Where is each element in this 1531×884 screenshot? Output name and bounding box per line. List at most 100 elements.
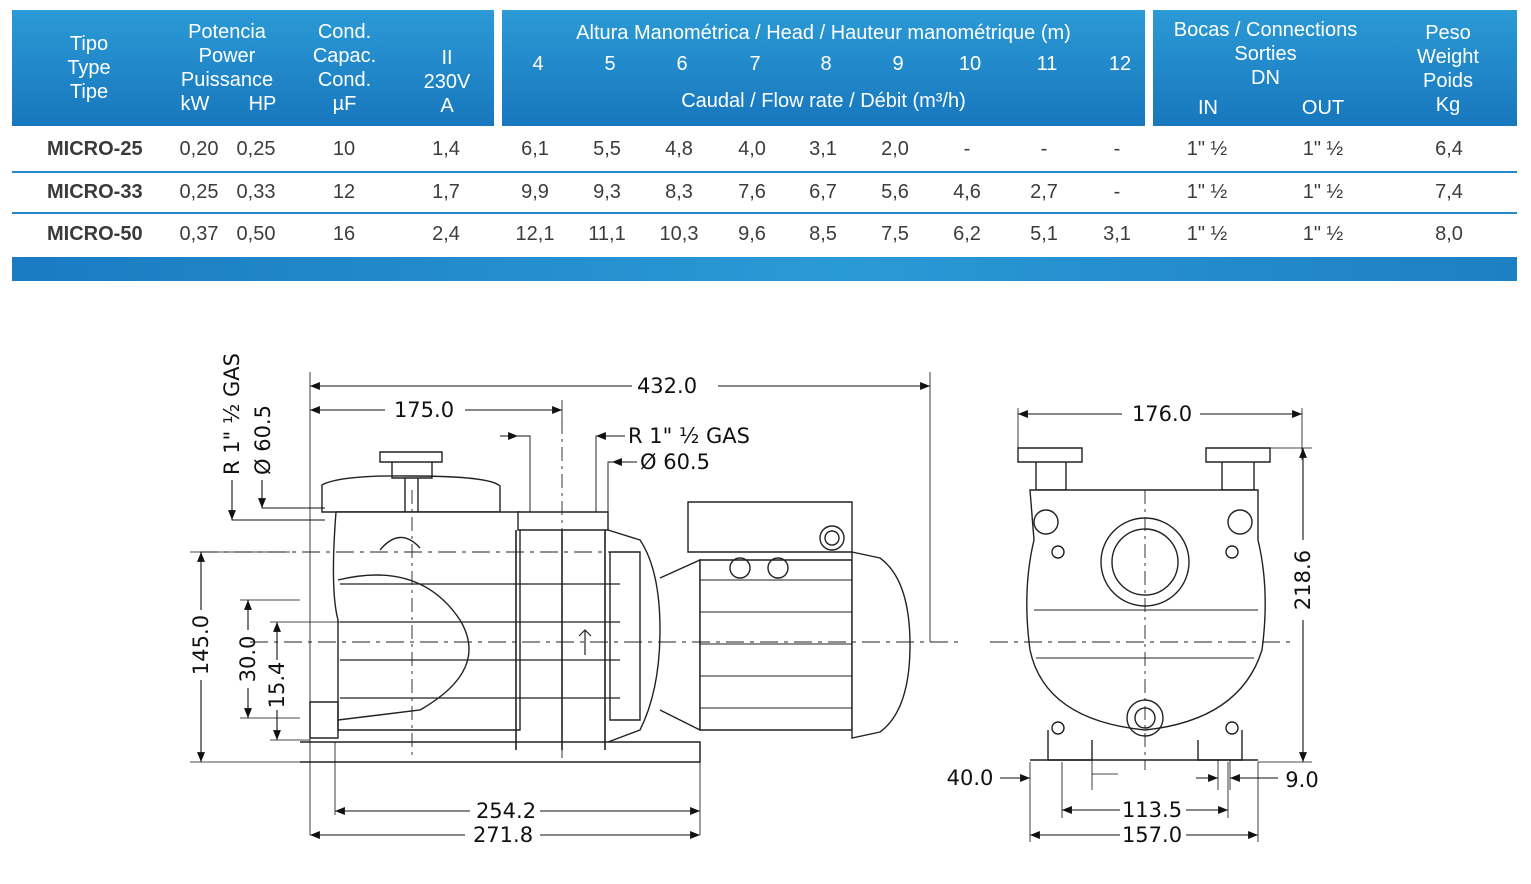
pump-side-view bbox=[200, 420, 960, 763]
dim-height-inlet: 145.0 bbox=[189, 615, 213, 675]
cell-kw: 0,20 bbox=[179, 138, 219, 160]
header-connections: Bocas / Connections Sorties DN bbox=[1173, 19, 1358, 89]
front-dimensions bbox=[1000, 408, 1312, 842]
dim-front-width: 176.0 bbox=[1132, 402, 1192, 426]
inlet-diameter-label: Ø 60.5 bbox=[251, 405, 275, 475]
header-head-value: 5 bbox=[604, 53, 616, 75]
cell-flow: 8,3 bbox=[665, 181, 693, 203]
header-head-value: 4 bbox=[532, 53, 544, 75]
dim-15: 15.4 bbox=[265, 662, 289, 709]
cell-kw: 0,37 bbox=[179, 223, 219, 245]
cell-flow: - bbox=[1113, 138, 1121, 160]
row-divider bbox=[12, 212, 1517, 214]
row-divider bbox=[12, 171, 1517, 173]
cell-flow: - bbox=[1113, 181, 1121, 203]
dim-30: 30.0 bbox=[236, 636, 260, 683]
header-current: II 230V A bbox=[423, 47, 471, 117]
cell-hp: 0,33 bbox=[236, 181, 276, 203]
cell-kw: 0,25 bbox=[179, 181, 219, 203]
header-head-value: 8 bbox=[820, 53, 832, 75]
table-header-head: Altura Manométrica / Head / Hauteur mano… bbox=[502, 10, 1145, 126]
header-capacitor: Cond. Capac. Cond. µF bbox=[312, 21, 377, 115]
header-kw: kW bbox=[180, 93, 210, 115]
cell-weight: 7,4 bbox=[1435, 181, 1463, 203]
header-power: Potencia Power Puissance bbox=[180, 21, 274, 91]
cell-out: 1" ½ bbox=[1302, 223, 1344, 245]
cell-amp: 2,4 bbox=[432, 223, 460, 245]
header-head-value: 10 bbox=[958, 53, 982, 75]
cell-in: 1" ½ bbox=[1186, 181, 1228, 203]
cell-amp: 1,7 bbox=[432, 181, 460, 203]
cell-flow: 6,1 bbox=[521, 138, 549, 160]
header-flow-title: Caudal / Flow rate / Débit (m³/h) bbox=[681, 90, 966, 112]
cell-flow: 6,2 bbox=[953, 223, 981, 245]
pump-technical-drawing: 432.0 175.0 254.2 271.8 R 1" ½ GAS Ø 60.… bbox=[189, 353, 1319, 847]
dim-hole-spacing: 113.5 bbox=[1122, 798, 1182, 822]
dim-base-total: 271.8 bbox=[473, 823, 533, 847]
pump-front-view bbox=[990, 447, 1290, 770]
cell-flow: 3,1 bbox=[1103, 223, 1131, 245]
dim-base-width: 157.0 bbox=[1122, 823, 1182, 847]
outlet-thread-label: R 1" ½ GAS bbox=[628, 424, 750, 448]
header-head-value: 7 bbox=[749, 53, 761, 75]
cell-hp: 0,50 bbox=[236, 223, 276, 245]
cell-flow: 9,9 bbox=[521, 181, 549, 203]
dim-overall-length: 432.0 bbox=[637, 374, 697, 398]
cell-flow: 5,5 bbox=[593, 138, 621, 160]
cell-flow: 7,6 bbox=[738, 181, 766, 203]
cell-flow: 12,1 bbox=[515, 223, 555, 245]
dim-front-height: 218.6 bbox=[1291, 550, 1315, 610]
cell-in: 1" ½ bbox=[1186, 138, 1228, 160]
dim-outlet-offset: 175.0 bbox=[394, 398, 454, 422]
cell-flow: 3,1 bbox=[809, 138, 837, 160]
cell-amp: 1,4 bbox=[432, 138, 460, 160]
row-model: MICRO-33 bbox=[47, 181, 143, 203]
cell-flow: 4,8 bbox=[665, 138, 693, 160]
cell-flow: 8,5 bbox=[809, 223, 837, 245]
table-footer-bar bbox=[12, 257, 1517, 281]
header-head-title: Altura Manométrica / Head / Hauteur mano… bbox=[576, 22, 1071, 44]
cell-flow: 2,0 bbox=[881, 138, 909, 160]
cell-flow: 4,0 bbox=[738, 138, 766, 160]
header-in: IN bbox=[1198, 97, 1218, 119]
cell-weight: 8,0 bbox=[1435, 223, 1463, 245]
table-header-right: Bocas / Connections Sorties DN IN OUT Pe… bbox=[1153, 10, 1517, 126]
dimension-labels: 432.0 175.0 254.2 271.8 R 1" ½ GAS Ø 60.… bbox=[189, 353, 1319, 847]
cell-flow: 2,7 bbox=[1030, 181, 1058, 203]
header-weight: Peso Weight Poids Kg bbox=[1417, 22, 1479, 116]
cell-uf: 12 bbox=[332, 181, 356, 203]
cell-flow: 6,7 bbox=[809, 181, 837, 203]
dim-foot-hole: 9.0 bbox=[1285, 768, 1318, 792]
header-out: OUT bbox=[1301, 97, 1345, 119]
row-model: MICRO-50 bbox=[47, 223, 143, 245]
cell-flow: 10,3 bbox=[659, 223, 699, 245]
cell-out: 1" ½ bbox=[1302, 181, 1344, 203]
cell-in: 1" ½ bbox=[1186, 223, 1228, 245]
cell-flow: 9,3 bbox=[593, 181, 621, 203]
dim-foot-height: 40.0 bbox=[947, 766, 994, 790]
inlet-thread-label: R 1" ½ GAS bbox=[220, 353, 244, 475]
cell-flow: 5,1 bbox=[1030, 223, 1058, 245]
cell-out: 1" ½ bbox=[1302, 138, 1344, 160]
side-dimensions bbox=[190, 372, 931, 839]
outlet-diameter-label: Ø 60.5 bbox=[640, 450, 710, 474]
header-head-value: 12 bbox=[1108, 53, 1132, 75]
cell-flow: - bbox=[1040, 138, 1048, 160]
cell-flow: 11,1 bbox=[588, 223, 626, 245]
cell-flow: 4,6 bbox=[953, 181, 981, 203]
header-head-value: 9 bbox=[892, 53, 904, 75]
cell-hp: 0,25 bbox=[236, 138, 276, 160]
table-header-left: Tipo Type Tipe Potencia Power Puissance … bbox=[12, 10, 494, 126]
cell-flow: 7,5 bbox=[881, 223, 909, 245]
dim-base-length: 254.2 bbox=[476, 799, 536, 823]
row-model: MICRO-25 bbox=[47, 138, 143, 160]
cell-flow: 9,6 bbox=[738, 223, 766, 245]
header-head-value: 6 bbox=[676, 53, 688, 75]
cell-flow: 5,6 bbox=[881, 181, 909, 203]
header-head-value: 11 bbox=[1036, 53, 1058, 75]
cell-flow: - bbox=[963, 138, 971, 160]
cell-weight: 6,4 bbox=[1435, 138, 1463, 160]
cell-uf: 16 bbox=[332, 223, 356, 245]
header-hp: HP bbox=[248, 93, 277, 115]
cell-uf: 10 bbox=[332, 138, 356, 160]
